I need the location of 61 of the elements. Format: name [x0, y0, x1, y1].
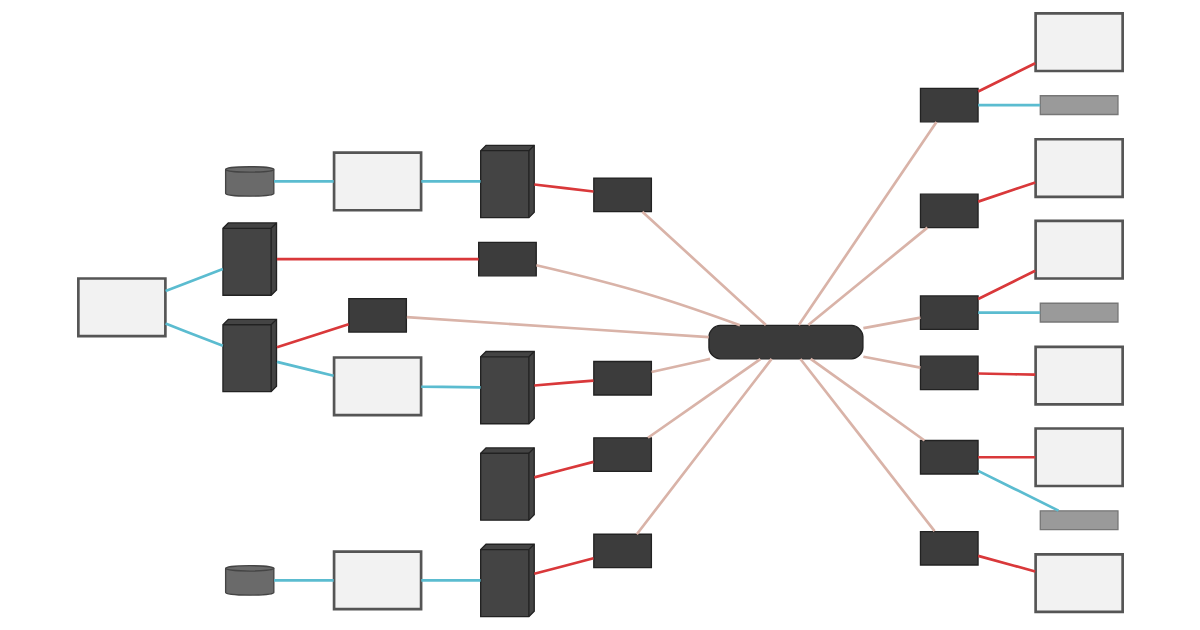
- node-box: [477, 241, 537, 277]
- connector: [420, 579, 481, 582]
- connector: [977, 554, 1036, 573]
- connector: [977, 469, 1059, 512]
- connector: [535, 264, 740, 327]
- node-keyboard: [1039, 95, 1119, 116]
- connector: [862, 316, 921, 330]
- node-monitor: [1033, 219, 1124, 280]
- node-box: [592, 360, 652, 396]
- connector: [977, 62, 1036, 93]
- connector: [809, 357, 925, 442]
- connector: [635, 358, 773, 536]
- connector: [533, 556, 594, 576]
- connector: [533, 379, 594, 387]
- connector: [276, 257, 479, 261]
- node-box: [592, 177, 652, 213]
- connector: [977, 181, 1036, 203]
- node-keyboard: [1039, 510, 1119, 531]
- connector: [977, 455, 1035, 459]
- node-monitor: [332, 151, 422, 212]
- connector: [533, 183, 594, 193]
- connector: [977, 372, 1035, 377]
- connector: [273, 180, 334, 183]
- connector: [533, 460, 594, 479]
- node-monitor: [1033, 345, 1124, 406]
- connector: [640, 210, 767, 326]
- node-box: [919, 87, 979, 123]
- node-box: [347, 297, 407, 333]
- node-box: [592, 437, 652, 472]
- connector: [977, 311, 1040, 314]
- node-box: [919, 295, 979, 331]
- node-monitor: [1033, 12, 1124, 73]
- node-monitor: [76, 277, 167, 338]
- connector: [276, 360, 334, 378]
- connector: [406, 315, 709, 339]
- connector: [977, 103, 1040, 107]
- connector: [862, 355, 921, 369]
- connector: [420, 385, 481, 389]
- connector: [797, 121, 938, 326]
- node-monitor: [332, 356, 422, 417]
- node-keyboard: [1039, 302, 1119, 323]
- connector: [798, 358, 936, 532]
- node-box: [919, 193, 979, 229]
- node-monitor: [1033, 553, 1124, 614]
- connector: [164, 322, 223, 347]
- node-box: [592, 533, 652, 569]
- node-box: [919, 355, 979, 391]
- connector: [646, 357, 761, 439]
- connector: [650, 357, 710, 374]
- node-switch: [707, 324, 864, 360]
- connector: [420, 180, 481, 183]
- connector: [164, 267, 223, 293]
- connector: [806, 226, 928, 326]
- connector: [977, 269, 1036, 301]
- connector: [273, 579, 334, 582]
- node-monitor: [332, 550, 422, 611]
- node-box: [919, 530, 979, 566]
- node-box: [919, 439, 979, 475]
- connector: [276, 322, 349, 349]
- node-monitor: [1033, 427, 1124, 488]
- node-monitor: [1033, 137, 1124, 199]
